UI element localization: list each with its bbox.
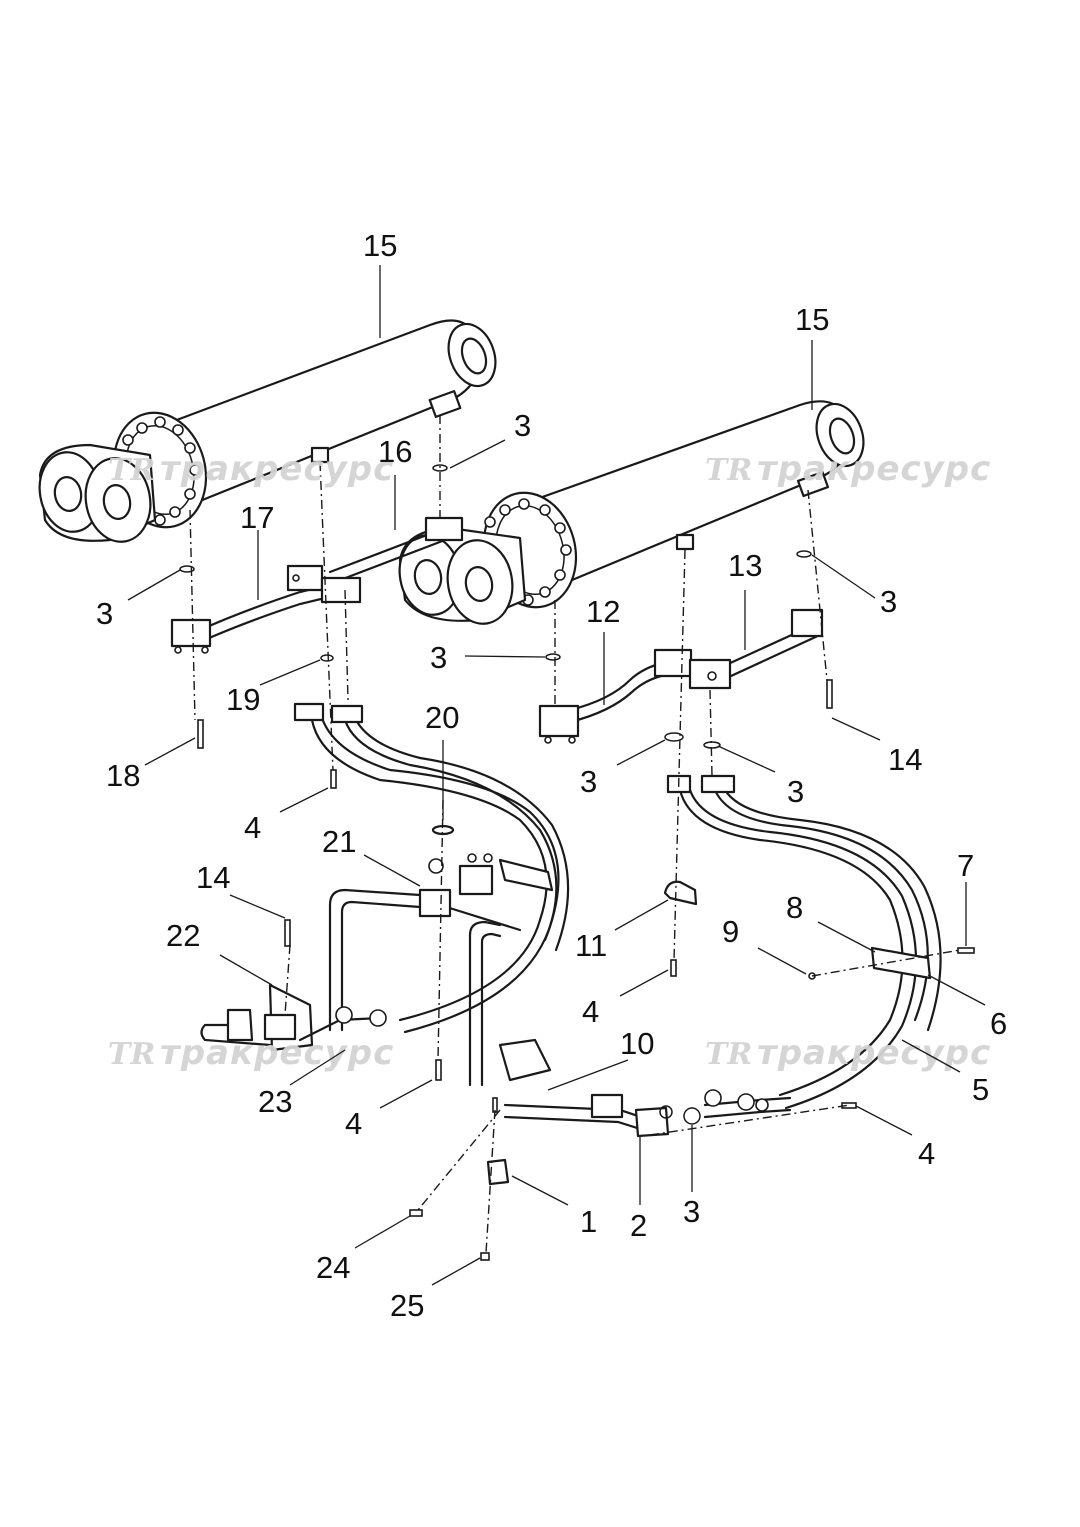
watermark-top-left: TR тракресурс <box>108 449 394 489</box>
callout-25: 25 <box>390 1288 424 1323</box>
callout-3: 3 <box>514 408 531 443</box>
svg-text:TR: TR <box>108 1037 155 1072</box>
callout-4: 4 <box>582 994 599 1029</box>
callout-14: 14 <box>888 742 922 777</box>
callout-1: 1 <box>580 1204 597 1239</box>
watermark-top-right: TR тракресурс <box>705 449 991 489</box>
bracket-and-pipe-left <box>200 983 387 1052</box>
svg-text:TR: TR <box>705 453 752 488</box>
hose-bundle-right <box>666 774 942 1110</box>
callout-3: 3 <box>880 584 897 619</box>
callout-4: 4 <box>918 1136 935 1171</box>
callout-9: 9 <box>722 914 739 949</box>
callout-labels: 15 15 3 16 17 13 3 3 12 3 19 20 18 14 3 … <box>96 228 1007 1323</box>
callout-24: 24 <box>316 1250 350 1285</box>
callout-7: 7 <box>957 848 974 883</box>
watermark-bottom-left: TR тракресурс <box>108 1033 394 1073</box>
callout-16: 16 <box>378 434 412 469</box>
callout-11: 11 <box>575 928 607 963</box>
lower-pipe <box>498 1038 792 1138</box>
hose-bundle-left <box>293 702 570 1034</box>
callout-6: 6 <box>990 1006 1007 1041</box>
callout-17: 17 <box>240 500 274 535</box>
callout-4: 4 <box>244 810 261 845</box>
callout-4: 4 <box>345 1106 362 1141</box>
callout-10: 10 <box>620 1026 654 1061</box>
flange-bolts-right <box>484 498 572 606</box>
callout-5: 5 <box>972 1072 989 1107</box>
callout-15: 15 <box>795 302 829 337</box>
callout-14: 14 <box>196 860 230 895</box>
svg-text:тракресурс: тракресурс <box>757 1033 991 1073</box>
svg-text:тракресурс: тракресурс <box>160 1033 394 1073</box>
hydraulic-cylinder-right <box>398 400 865 625</box>
svg-text:тракресурс: тракресурс <box>757 449 991 489</box>
callout-19: 19 <box>226 682 260 717</box>
callout-8: 8 <box>786 890 803 925</box>
callout-18: 18 <box>106 758 140 793</box>
tube-assembly-left <box>170 516 464 654</box>
callout-20: 20 <box>425 700 459 735</box>
leader-lines <box>127 265 986 1286</box>
svg-text:TR: TR <box>108 453 155 488</box>
callout-2: 2 <box>630 1208 647 1243</box>
callout-3: 3 <box>580 764 597 799</box>
assembly-centerlines <box>189 415 961 1254</box>
svg-text:TR: TR <box>705 1037 752 1072</box>
callout-13: 13 <box>728 548 762 583</box>
callout-23: 23 <box>258 1084 292 1119</box>
svg-text:тракресурс: тракресурс <box>160 449 394 489</box>
callout-21: 21 <box>322 824 356 859</box>
callout-15: 15 <box>363 228 397 263</box>
callout-3: 3 <box>96 596 113 631</box>
hydraulic-cylinder-left <box>38 319 497 543</box>
tube-assembly-right <box>538 608 824 744</box>
callout-3: 3 <box>430 640 447 675</box>
small-parts <box>179 464 975 1261</box>
callout-12: 12 <box>586 594 620 629</box>
callout-3: 3 <box>683 1194 700 1229</box>
center-pipe-manifold <box>328 853 522 1087</box>
callout-22: 22 <box>166 918 200 953</box>
flange-bolts-left <box>122 416 201 526</box>
callout-3: 3 <box>787 774 804 809</box>
watermark-bottom-right: TR тракресурс <box>705 1033 991 1073</box>
